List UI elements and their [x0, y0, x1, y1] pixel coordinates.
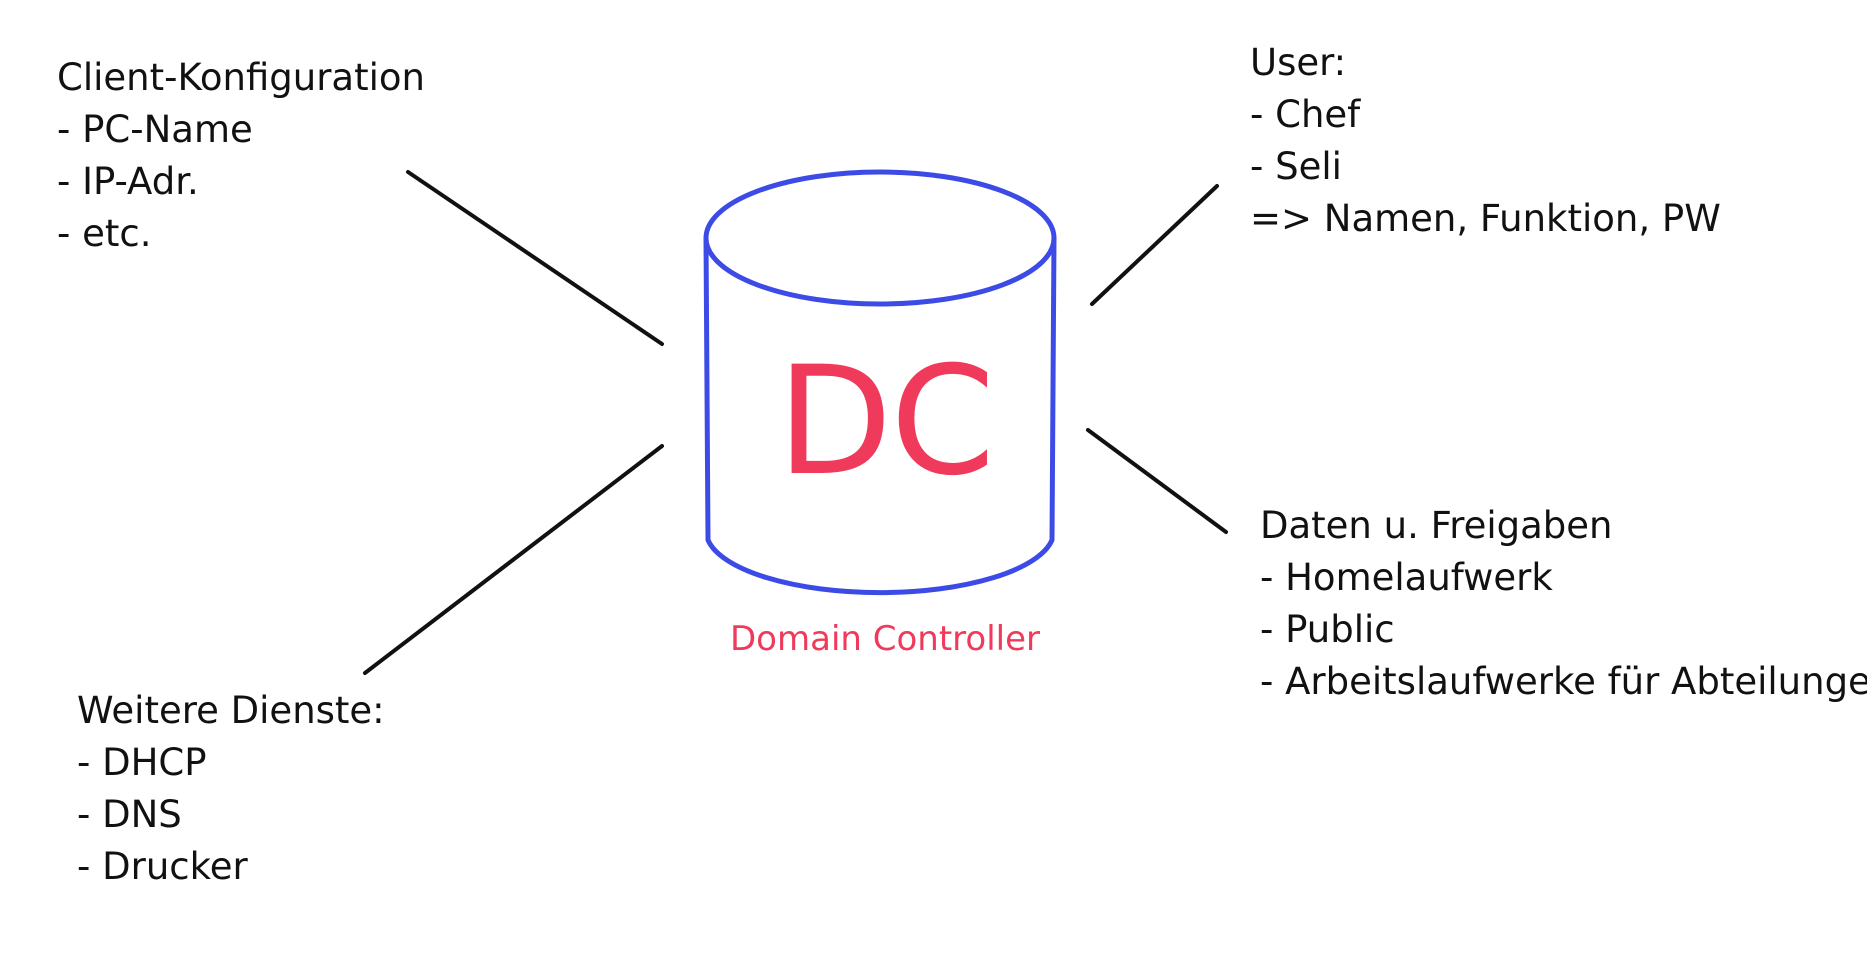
connector-dienste	[363, 444, 664, 675]
client-config-item: - etc.	[57, 212, 152, 255]
services-item: - Drucker	[77, 845, 248, 888]
user-item: - Chef	[1250, 93, 1361, 136]
cylinder-body	[703, 235, 1057, 596]
user-block: User: - Chef - Seli => Namen, Funktion, …	[1250, 37, 1721, 245]
data-shares-block: Daten u. Freigaben - Homelaufwerk - Publ…	[1260, 500, 1867, 708]
services-item: - DHCP	[77, 741, 207, 784]
data-shares-item: - Arbeitslaufwerke für Abteilungen	[1260, 660, 1867, 703]
services-heading: Weitere Dienste:	[77, 689, 385, 732]
services-block: Weitere Dienste: - DHCP - DNS - Drucker	[77, 685, 385, 893]
connector-user	[1090, 184, 1219, 306]
dc-title: DC	[776, 335, 995, 509]
data-shares-item: - Homelaufwerk	[1260, 556, 1553, 599]
client-config-heading: Client-Konfiguration	[57, 56, 425, 99]
user-item: - Seli	[1250, 145, 1342, 188]
data-shares-heading: Daten u. Freigaben	[1260, 504, 1613, 547]
client-config-item: - IP-Adr.	[57, 160, 199, 203]
user-item: => Namen, Funktion, PW	[1250, 197, 1721, 240]
client-config-block: Client-Konfiguration - PC-Name - IP-Adr.…	[57, 52, 425, 260]
connector-client	[406, 170, 664, 346]
connector-daten	[1086, 428, 1228, 534]
client-config-item: - PC-Name	[57, 108, 253, 151]
user-heading: User:	[1250, 41, 1347, 84]
database-cylinder-icon	[703, 169, 1057, 596]
services-item: - DNS	[77, 793, 182, 836]
dc-caption: Domain Controller	[730, 619, 1040, 659]
cylinder-top	[703, 169, 1057, 307]
data-shares-item: - Public	[1260, 608, 1395, 651]
